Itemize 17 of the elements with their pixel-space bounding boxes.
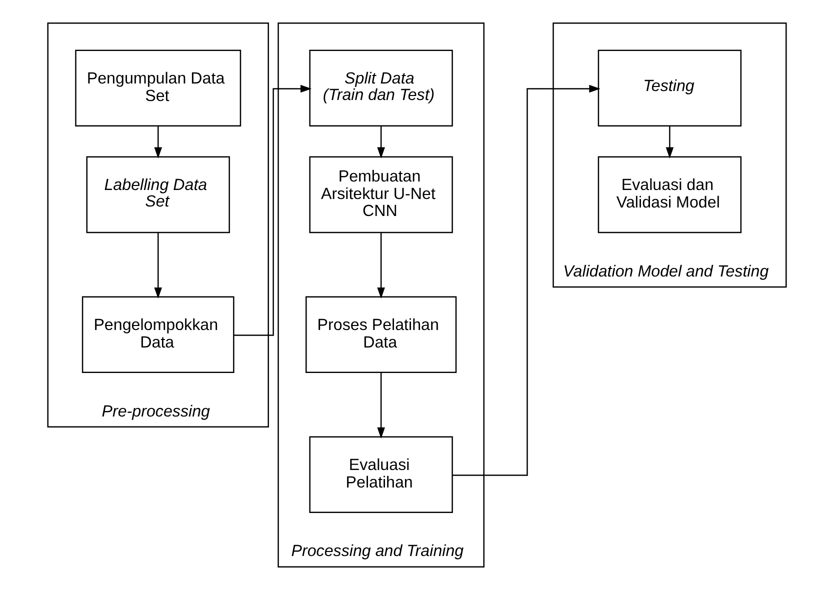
node-box: Proses Pelatihan Data — [306, 296, 457, 374]
node-box: Evaluasi Pelatihan — [309, 436, 453, 514]
arrow — [377, 372, 385, 439]
node-box: Testing — [598, 50, 742, 127]
node-box: Pembuatan Arsitektur U-Net CNN — [309, 156, 453, 234]
arrow — [234, 84, 312, 336]
node-box: Pengumpulan Data Set — [75, 50, 242, 127]
arrow — [377, 232, 385, 299]
arrow — [377, 126, 385, 158]
node-box: Split Data (Train dan Test) — [309, 50, 453, 127]
arrow — [666, 126, 674, 158]
arrow — [154, 126, 162, 158]
arrow — [452, 84, 600, 476]
node-box: Evaluasi dan Validasi Model — [598, 156, 742, 234]
node-box: Labelling Data Set — [86, 156, 230, 234]
node-box: Pengelompokkan Data — [82, 296, 234, 374]
arrow — [154, 232, 162, 299]
